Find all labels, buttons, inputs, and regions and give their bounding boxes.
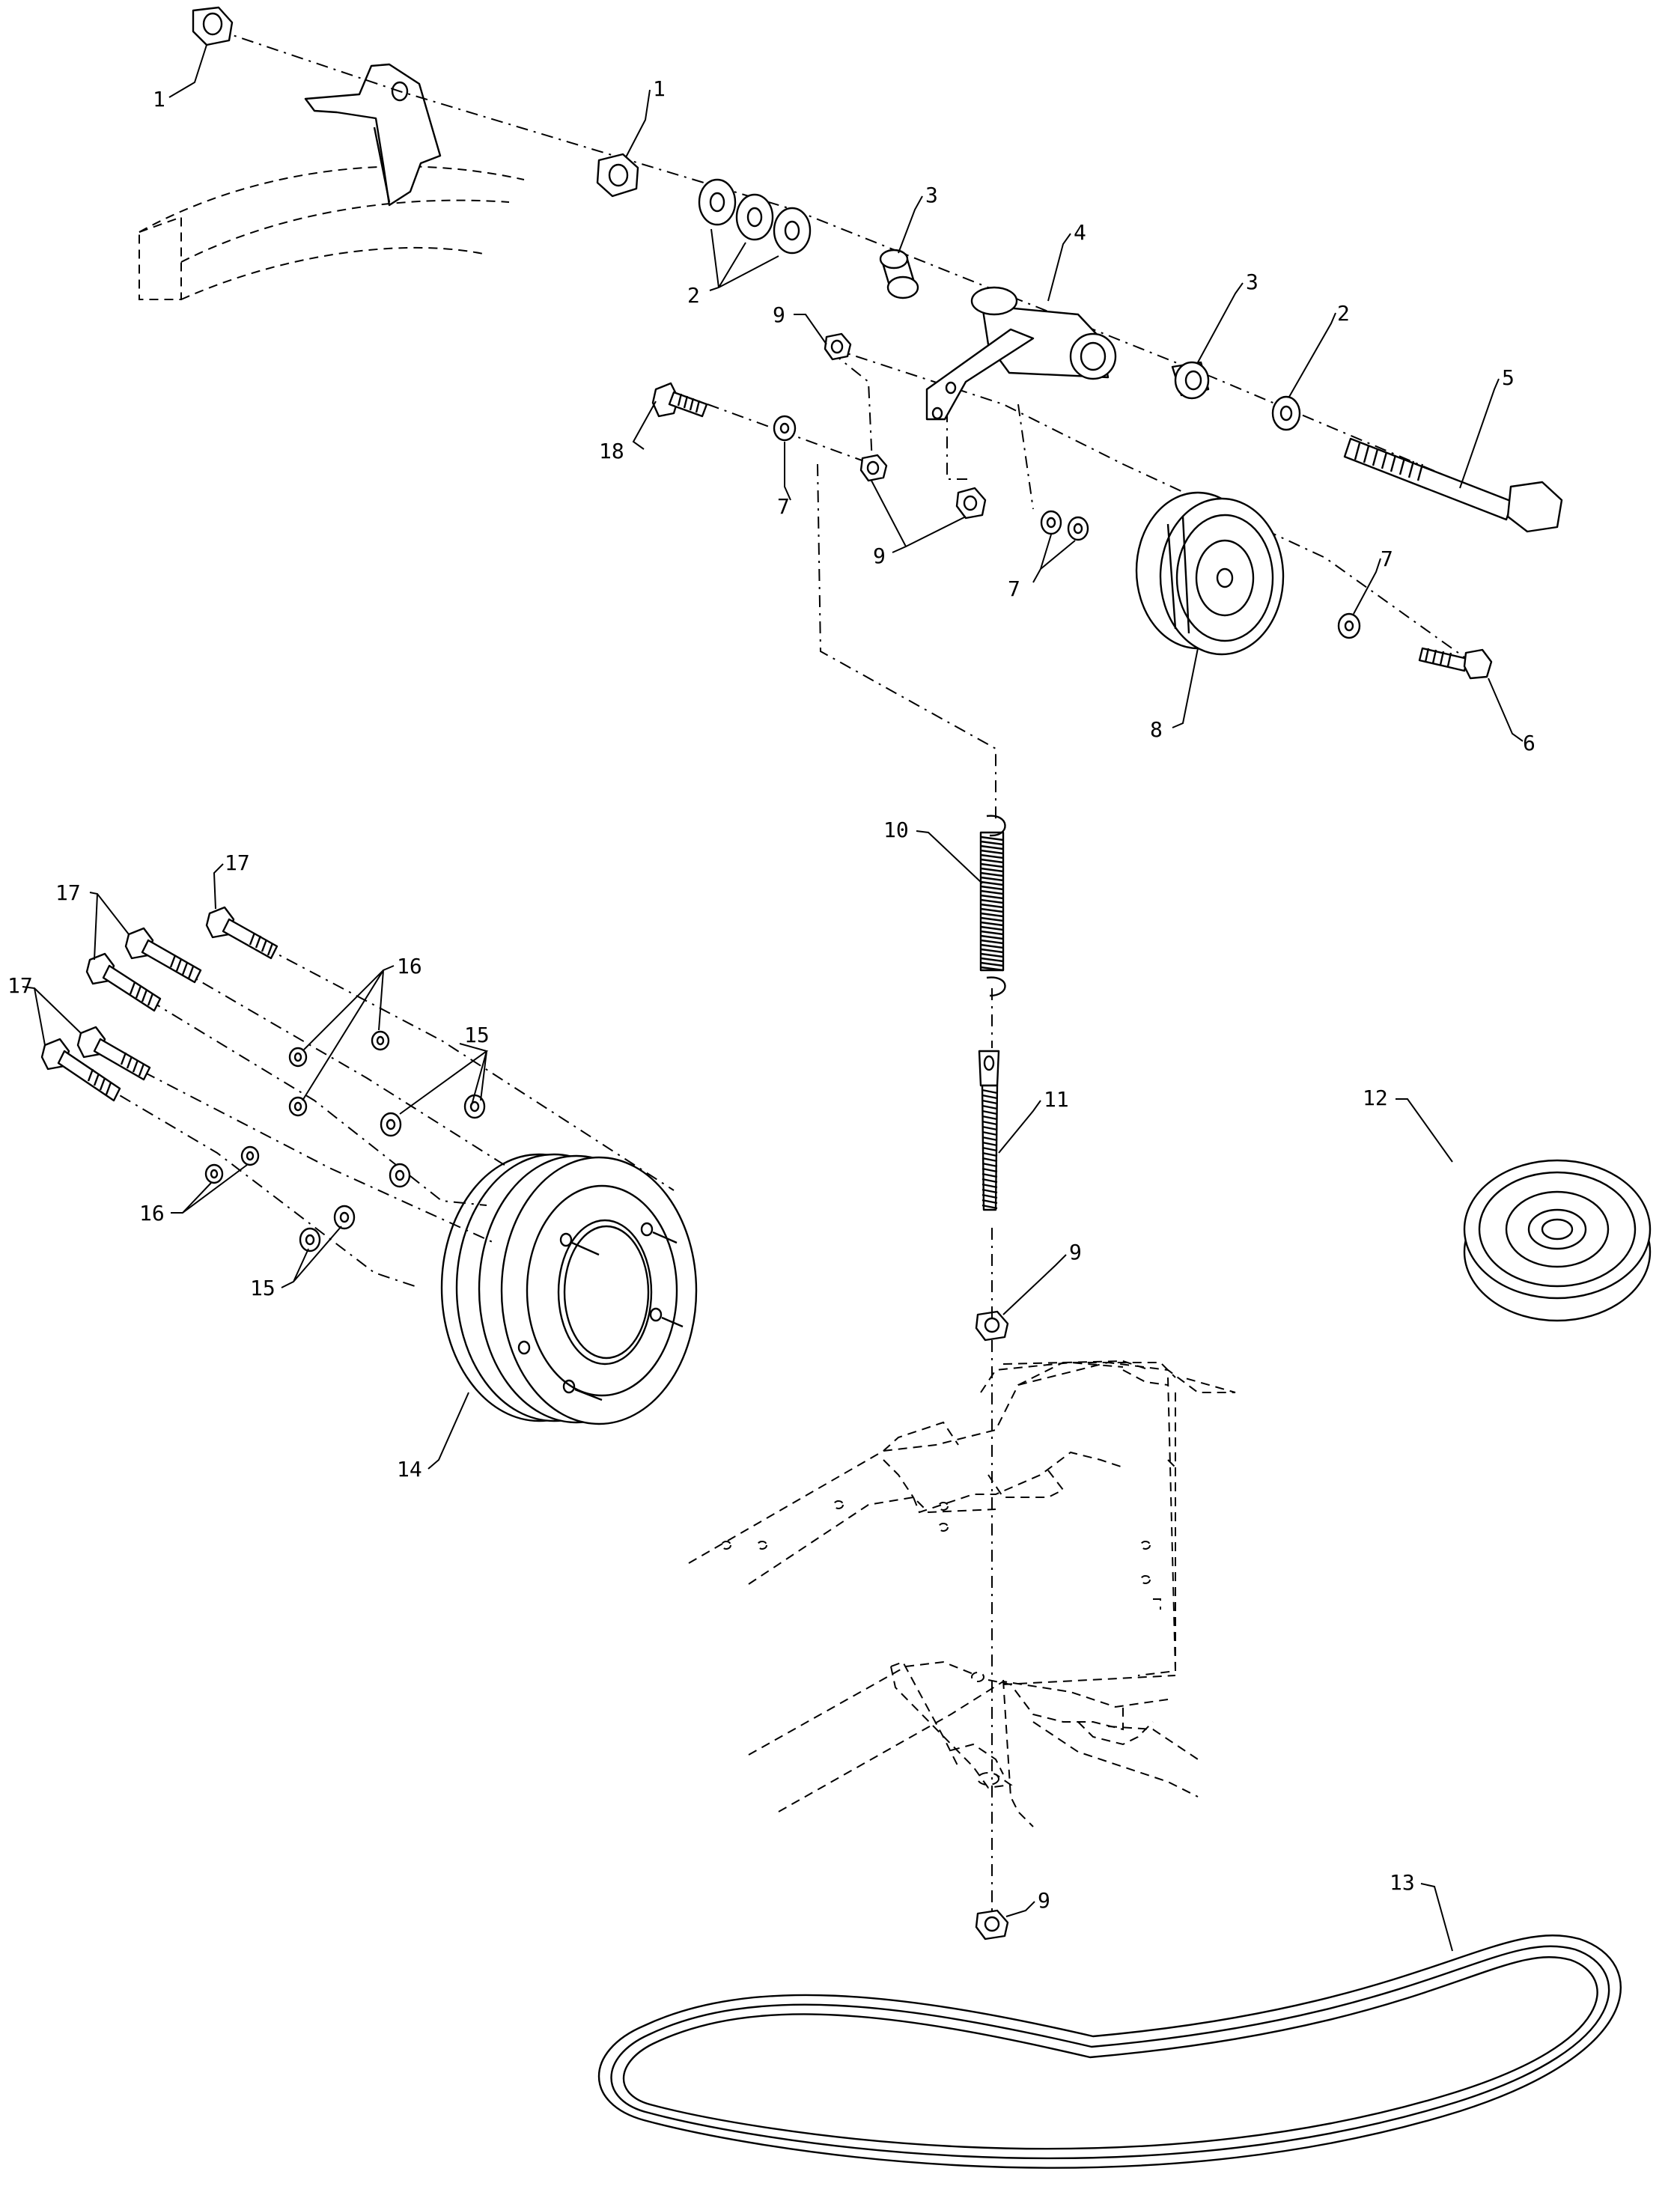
callout-10: 10 (883, 818, 909, 842)
washers-part-2 (698, 178, 812, 255)
callout-1-top: 1 (153, 87, 165, 112)
eyebolt-threads (981, 1089, 998, 1210)
frame-bracket (139, 63, 525, 300)
nut-part-9-eyebolt (975, 1310, 1009, 1342)
bolt-part-17-a (205, 906, 279, 960)
idler-pulley-part-8 (1135, 491, 1285, 656)
nut-part-9-top (824, 332, 852, 361)
callout-16: 16 (397, 954, 422, 978)
bushing-part-3-left (879, 249, 919, 299)
nut-part-9-arm (955, 487, 987, 520)
bolt-part-6 (1418, 647, 1493, 680)
callout-11: 11 (1044, 1087, 1069, 1112)
nut-part-9-mid (859, 454, 888, 482)
callout-9-bottom: 9 (1038, 1888, 1050, 1913)
washer-part-2-right (1271, 395, 1301, 431)
callout-3-right: 3 (1246, 270, 1259, 294)
callout-1: 1 (653, 76, 666, 101)
hex-nut-part-1-top (192, 6, 234, 46)
bushing-part-3-right (1171, 361, 1210, 400)
callout-13: 13 (1390, 1870, 1415, 1895)
callout-12: 12 (1363, 1086, 1388, 1110)
washer-part-7-a (773, 415, 797, 442)
callout-9-top: 9 (773, 302, 785, 327)
callout-17-top: 17 (225, 850, 250, 875)
bolt-part-5 (1343, 437, 1563, 533)
clutch-mount-axes (52, 922, 675, 1288)
callout-9-eyebolt: 9 (1069, 1240, 1082, 1264)
extension-spring-part-10 (979, 815, 1006, 997)
callout-4: 4 (1074, 220, 1086, 245)
washer-part-7-c (1337, 612, 1361, 639)
drive-belt-part-13 (597, 1934, 1622, 2169)
callout-15-lower: 15 (250, 1276, 276, 1300)
callout-2-right: 2 (1337, 301, 1350, 326)
bolt-part-17-d (76, 1026, 151, 1081)
bolt-part-17-b (124, 927, 202, 984)
clutch-pulley-part-14 (440, 1153, 698, 1425)
callout-7-c: 7 (1381, 547, 1393, 571)
hex-nut-part-1 (596, 153, 639, 198)
bolt-part-18 (651, 382, 708, 418)
callout-7-a: 7 (777, 494, 790, 519)
bolt-part-17-c (85, 952, 162, 1012)
washer-part-7-b (1040, 510, 1089, 541)
callout-14: 14 (397, 1457, 422, 1482)
leader-lines (22, 44, 1524, 1952)
spring-link-axis (817, 463, 996, 1911)
callout-5: 5 (1502, 365, 1515, 390)
callout-17-lower: 17 (7, 973, 33, 998)
callout-6: 6 (1523, 731, 1536, 755)
callout-16-lower: 16 (139, 1201, 165, 1226)
callout-17-mid: 17 (55, 880, 81, 905)
callout-labels: 1 1 2 2 3 3 4 5 6 7 7 7 8 9 9 9 9 10 11 … (7, 76, 1536, 1913)
eye-bolt-part-11 (978, 1050, 1000, 1211)
callout-8: 8 (1150, 717, 1163, 742)
callout-18: 18 (599, 439, 624, 463)
washers-part-16 (204, 1030, 390, 1184)
nut-part-9-bottom (975, 1909, 1009, 1940)
engine-pulley-part-12 (1463, 1159, 1652, 1322)
callout-2: 2 (687, 283, 700, 308)
callout-15: 15 (464, 1023, 490, 1047)
callout-3: 3 (925, 183, 938, 207)
idler-arm-part-4 (925, 286, 1117, 421)
spring-coils (980, 835, 1004, 972)
chassis-phantom (688, 1360, 1236, 1827)
bolt-part-17-e (40, 1038, 121, 1102)
callout-9-mid: 9 (873, 544, 886, 568)
washers-part-15 (299, 1094, 486, 1252)
callout-7-b: 7 (1008, 576, 1020, 601)
